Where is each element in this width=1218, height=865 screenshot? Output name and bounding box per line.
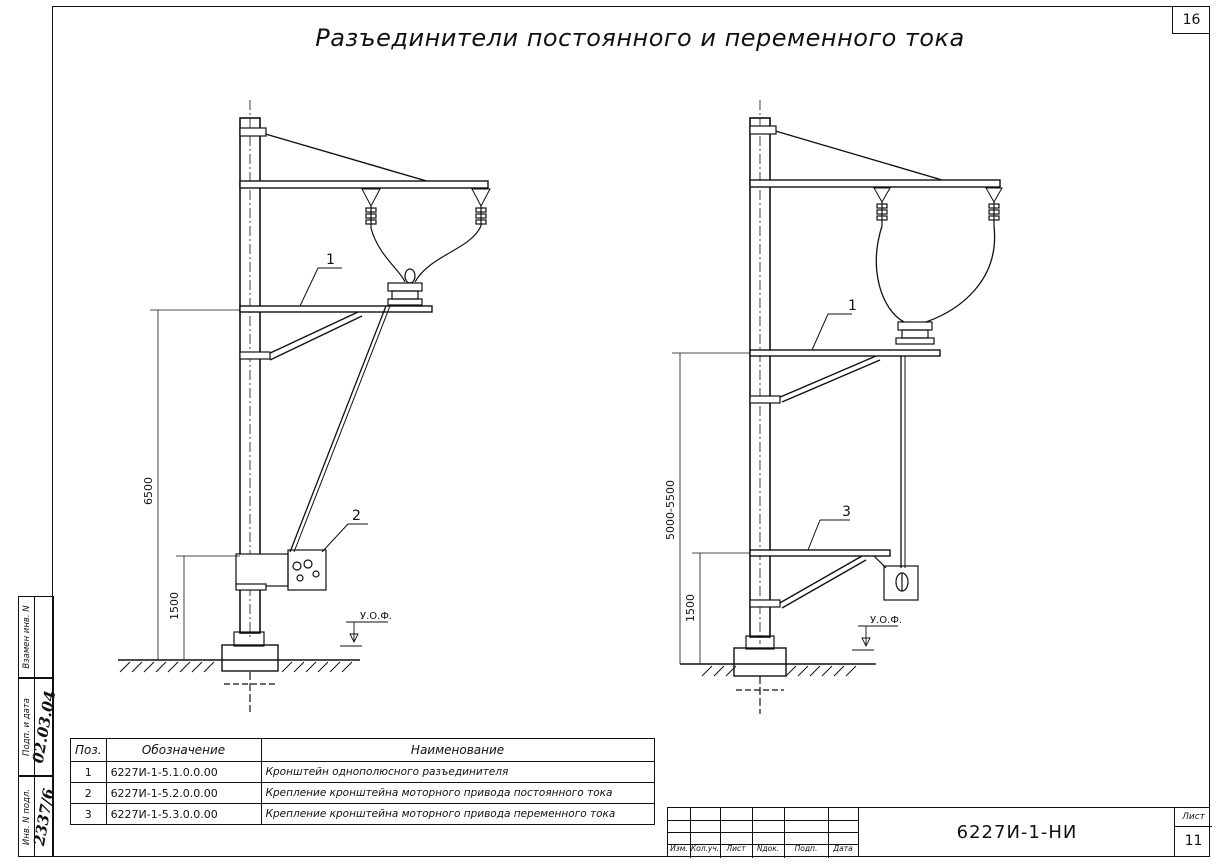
title-block-sheet: Лист 11	[1174, 808, 1212, 856]
side-label-replacement: Взамен инв. N	[21, 605, 32, 669]
spec-name: Крепление кронштейна моторного привода п…	[260, 782, 655, 804]
tb-col-sign: Подп.	[794, 844, 818, 853]
spec-code: 6227И-1-5.3.0.0.00	[105, 803, 262, 825]
right-callout-1: 1	[848, 298, 857, 314]
spec-pos: 2	[70, 782, 107, 804]
specification-table: Поз. Обозначение Наименование 1 6227И-1-…	[70, 738, 655, 825]
right-assembly	[672, 100, 1003, 714]
spec-code: 6227И-1-5.1.0.0.00	[105, 761, 262, 783]
spec-header-pos: Поз.	[70, 738, 107, 762]
handwritten-inventory: 2337/6	[30, 786, 58, 847]
table-row: 3 6227И-1-5.3.0.0.00 Крепление кронштейн…	[70, 803, 655, 825]
left-assembly	[118, 100, 491, 712]
spec-pos: 1	[70, 761, 107, 783]
left-ground-mark: У.О.Ф.	[360, 611, 392, 622]
right-dim-total: 5000-5500	[664, 480, 677, 540]
table-row: 1 6227И-1-5.1.0.0.00 Кронштейн однополюс…	[70, 761, 655, 783]
spec-header-row: Поз. Обозначение Наименование	[70, 738, 655, 762]
table-row: 2 6227И-1-5.2.0.0.00 Крепление кронштейн…	[70, 782, 655, 804]
sheet-label: Лист	[1175, 808, 1212, 827]
right-callout-3: 3	[842, 504, 851, 520]
sheet-value: 11	[1184, 833, 1203, 849]
drawing-frame	[52, 6, 1210, 857]
right-ground-mark: У.О.Ф.	[870, 615, 902, 626]
spec-name: Крепление кронштейна моторного привода п…	[260, 803, 655, 825]
side-stamp-signature: Подп. и дата 02.03.04	[18, 678, 59, 776]
left-callout-1: 1	[326, 252, 335, 268]
tb-col-docno: Nдок.	[756, 844, 780, 853]
spec-pos: 3	[70, 803, 107, 825]
drawing-title: Разъединители постоянного и переменного …	[315, 24, 965, 52]
spec-header-name: Наименование	[260, 738, 655, 762]
side-stamp-inventory: Инв. N подл. 2337/6	[18, 776, 58, 857]
left-dim-lower: 1500	[168, 592, 181, 620]
side-label-inventory: Инв. N подл.	[21, 788, 32, 845]
tb-col-count: Кол.уч.	[690, 844, 720, 853]
sheet-number: 16	[1172, 6, 1210, 34]
spec-code: 6227И-1-5.2.0.0.00	[105, 782, 262, 804]
left-dim-total: 6500	[142, 477, 155, 505]
tb-col-change: Изм.	[670, 844, 688, 853]
side-label-signature: Подп. и дата	[21, 698, 32, 756]
left-callout-2: 2	[352, 508, 361, 524]
tb-col-sheet: Лист	[726, 844, 746, 853]
spec-header-code: Обозначение	[105, 738, 262, 762]
side-stamp-replacement: Взамен инв. N	[18, 596, 54, 678]
revision-grid: Изм. Кол.уч. Лист Nдок. Подп. Дата	[668, 808, 858, 858]
title-block: Изм. Кол.уч. Лист Nдок. Подп. Дата 6227И…	[667, 807, 1212, 858]
tb-col-date: Дата	[833, 844, 853, 853]
spec-name: Кронштейн однополюсного разъединителя	[260, 761, 655, 783]
right-dim-lower: 1500	[684, 594, 697, 622]
document-code: 6227И-1-НИ	[858, 808, 1175, 856]
